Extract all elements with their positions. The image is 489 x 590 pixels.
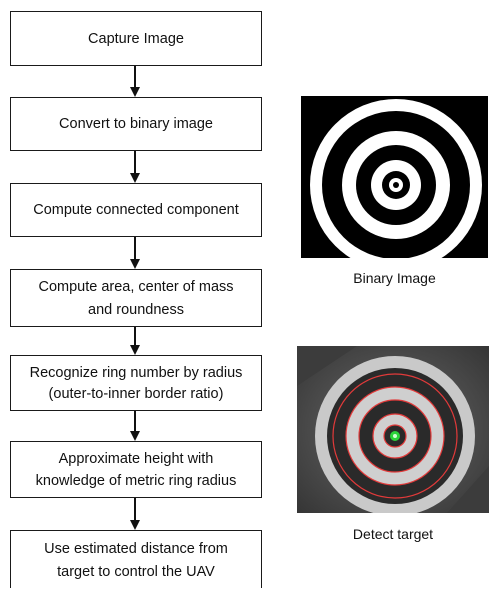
- step-label-line1: Approximate height with: [59, 451, 214, 467]
- step-label: Convert to binary image: [59, 116, 213, 132]
- step-label-line2: and roundness: [88, 302, 184, 318]
- step-label-line1: Recognize ring number by radius: [30, 365, 243, 381]
- step-label-line2: (outer-to-inner border ratio): [49, 386, 224, 402]
- step-label-line2: target to control the UAV: [57, 564, 215, 580]
- step-convert-binary: Convert to binary image: [10, 97, 262, 151]
- step-control-uav: Use estimated distance from target to co…: [10, 530, 262, 588]
- step-label: Compute connected component: [33, 202, 239, 218]
- step-label: Capture Image: [88, 31, 184, 47]
- step-approximate-height: Approximate height with knowledge of met…: [10, 441, 262, 498]
- detected-target-image: [297, 346, 489, 513]
- detect-target-caption: Detect target: [297, 526, 489, 542]
- step-capture-image: Capture Image: [10, 11, 262, 66]
- binary-target-image: [301, 96, 488, 258]
- step-connected-component: Compute connected component: [10, 183, 262, 237]
- step-label-line2: knowledge of metric ring radius: [36, 473, 237, 489]
- binary-image-caption: Binary Image: [301, 270, 488, 286]
- step-compute-area: Compute area, center of mass and roundne…: [10, 269, 262, 327]
- step-recognize-ring: Recognize ring number by radius (outer-t…: [10, 355, 262, 411]
- step-label-line1: Compute area, center of mass: [38, 279, 233, 295]
- step-label-line1: Use estimated distance from: [44, 541, 228, 557]
